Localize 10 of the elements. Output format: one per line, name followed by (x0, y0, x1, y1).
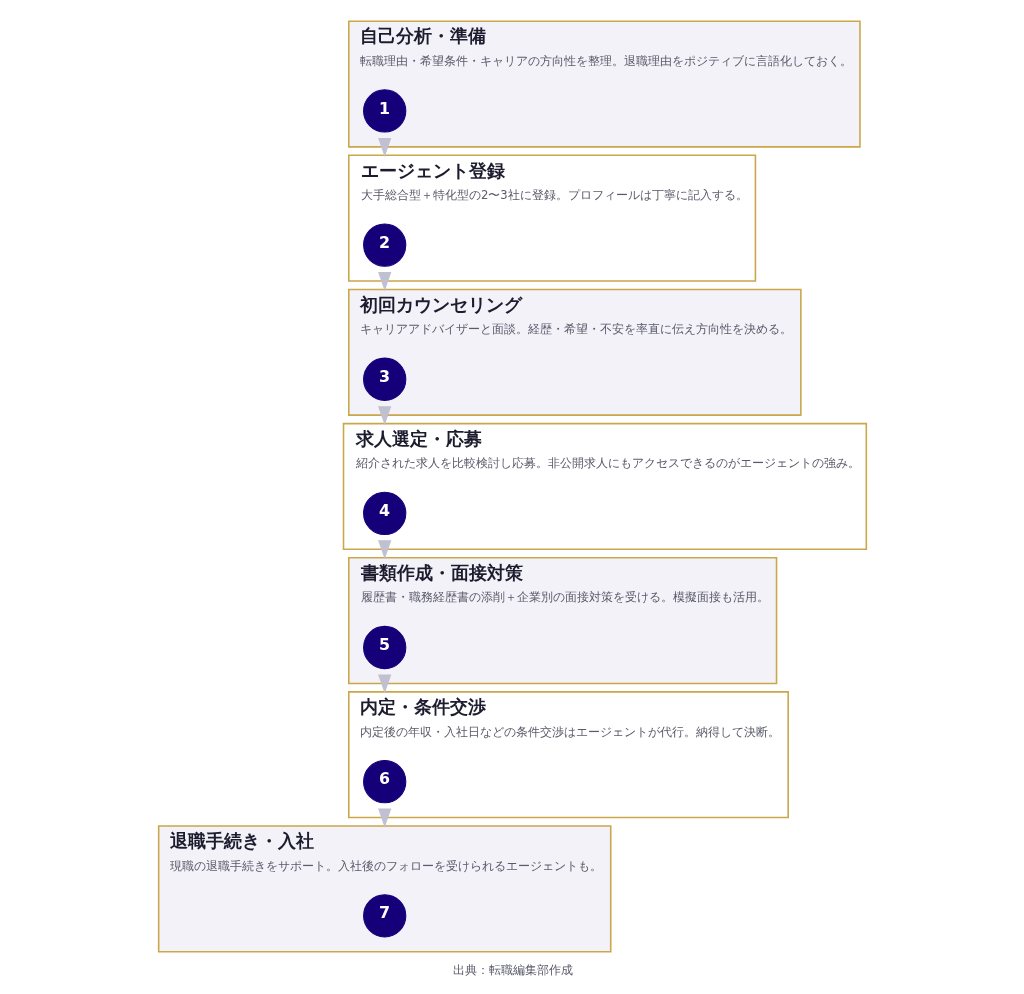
node-circle: 1 (362, 89, 406, 133)
node-circle: 5 (362, 625, 406, 670)
node-circle: 3 (362, 357, 406, 401)
arrow (377, 406, 391, 426)
node-circle: 4 (362, 491, 406, 535)
node-circle: 2 (362, 223, 406, 267)
caption: 出典：転職編集部作成 (452, 962, 573, 977)
arrow (377, 272, 391, 292)
node-circle: 6 (362, 760, 406, 804)
node-circle: 7 (362, 894, 406, 938)
